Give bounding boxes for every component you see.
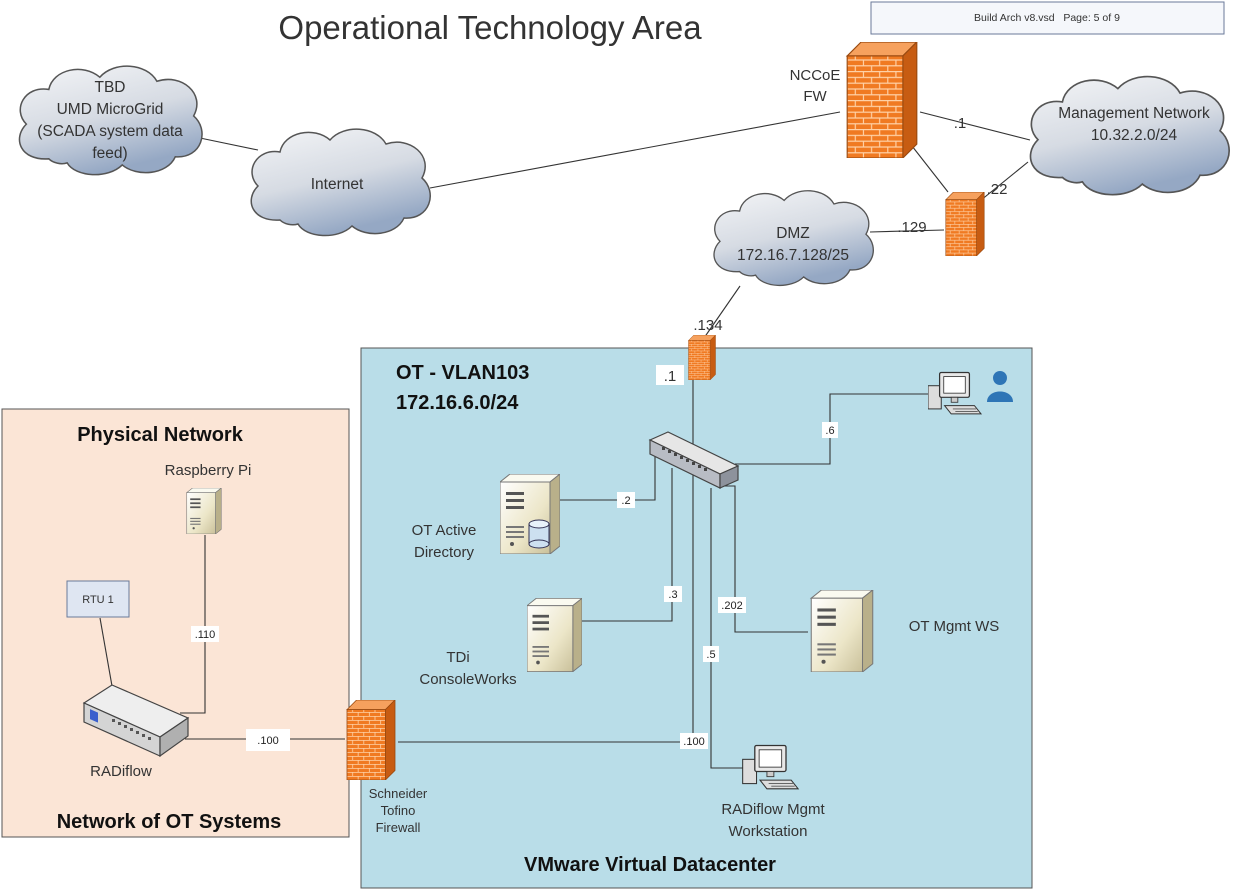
- network-switch-icon: [648, 431, 740, 489]
- link-switch-tdi: [579, 468, 673, 622]
- link-switch-mgmtws: [722, 485, 808, 633]
- cloud-umd-line-3: (SCADA system data: [37, 123, 183, 140]
- nccoe-fw-label-1: NCCoE: [790, 67, 841, 84]
- radiflow-mgmt-label-2: Workstation: [729, 823, 808, 840]
- svg-text:.110: .110: [195, 629, 216, 641]
- vlan-title-line-1: OT - VLAN103: [396, 362, 529, 384]
- cloud-dmz-line-2: 172.16.7.128/25: [737, 247, 849, 264]
- svg-text:.100: .100: [257, 735, 278, 747]
- label-mgmt-fw2: .22: [987, 181, 1008, 198]
- label-nccoe-mgmt: .1: [954, 115, 967, 132]
- page-info-box: Build Arch v8.vsd Page: 5 of 9: [870, 1, 1225, 35]
- link-label-radiflow-mgmt: .5: [703, 646, 719, 662]
- tofino-label-2: Tofino: [381, 803, 416, 818]
- radiflow-label: RADiflow: [90, 763, 152, 780]
- link-label-user: .6: [822, 422, 838, 438]
- link-raspberry-radiflow: [180, 535, 206, 714]
- ot-mgmt-ws-label: OT Mgmt WS: [909, 618, 1000, 635]
- link-rtu-radiflow: [99, 617, 113, 687]
- link-label-tdi: .3: [664, 586, 682, 602]
- raspberry-pi-label: Raspberry Pi: [165, 462, 252, 479]
- link-label-mgmt-ws: .202: [718, 597, 746, 613]
- cloud-mgmt-line-1: Management Network: [1058, 105, 1210, 122]
- radiflow-device: RADiflow: [82, 684, 190, 780]
- tdi-label-2: ConsoleWorks: [419, 671, 516, 688]
- cloud-umd-line-4: feed): [92, 145, 127, 162]
- link-label-tofino-in: .100: [680, 733, 708, 749]
- radiflow-mgmt-label-1: RADiflow Mgmt: [721, 801, 825, 818]
- cloud-dmz-line-1: DMZ: [776, 225, 810, 242]
- link-nccoe-mgmt: [919, 111, 1031, 141]
- ot-ad-label-2: Directory: [414, 544, 475, 561]
- svg-text:.5: .5: [706, 649, 715, 661]
- physical-network-title: Physical Network: [77, 424, 244, 446]
- dmz-mgmt-firewall: [945, 192, 985, 256]
- svg-text:.100: .100: [683, 736, 704, 748]
- link-umd-internet: [199, 137, 259, 151]
- tdi-consoleworks-server: TDi ConsoleWorks: [419, 598, 582, 688]
- cloud-mgmt-line-2: 10.32.2.0/24: [1091, 127, 1178, 144]
- page-info-text: Build Arch v8.vsd Page: 5 of 9: [974, 12, 1120, 24]
- link-internet-nccoe: [429, 111, 841, 189]
- ot-active-directory: OT Active Directory: [412, 474, 560, 561]
- cloud-management-network: Management Network 10.32.2.0/24: [1029, 75, 1231, 196]
- tofino-label-3: Firewall: [376, 820, 421, 835]
- physical-network-zone: [1, 408, 350, 838]
- link-dmz-fw2: [869, 229, 945, 233]
- link-dmz-otfw: [703, 285, 741, 339]
- vlan-title-line-2: 172.16.6.0/24: [396, 392, 519, 414]
- nccoe-fw-label-2: FW: [803, 88, 827, 105]
- ot-mgmt-ws-server: OT Mgmt WS: [810, 590, 1000, 672]
- svg-text:.3: .3: [668, 589, 677, 601]
- rtu-label: RTU 1: [82, 594, 114, 606]
- ot-vlan-firewall: [688, 335, 716, 380]
- link-label-otfw-inside: .1: [656, 365, 684, 385]
- link-nccoe-fw2: [911, 145, 949, 193]
- diagram-title: Operational Technology Area: [278, 9, 702, 46]
- raspberry-pi-server: Raspberry Pi: [165, 462, 252, 534]
- radiflow-mgmt-workstation: RADiflow Mgmt Workstation: [721, 744, 825, 840]
- svg-text:.6: .6: [825, 425, 834, 437]
- tofino-label-1: Schneider: [369, 786, 428, 801]
- svg-text:.202: .202: [721, 600, 742, 612]
- rtu-1-box: RTU 1: [66, 580, 130, 618]
- schneider-tofino-firewall: Schneider Tofino Firewall: [346, 700, 428, 835]
- database-icon: [528, 519, 550, 549]
- link-label-radiflow-out: .100: [246, 729, 290, 751]
- physical-network-footer: Network of OT Systems: [57, 811, 282, 833]
- label-dmz-otfw: .134: [693, 317, 722, 334]
- link-label-raspberry: .110: [191, 626, 219, 642]
- user-icon: [987, 371, 1013, 402]
- cloud-internet: Internet: [250, 128, 432, 237]
- label-dmz-fw2: .129: [897, 219, 926, 236]
- vmware-datacenter-footer: VMware Virtual Datacenter: [524, 854, 776, 876]
- cloud-umd-line-2: UMD MicroGrid: [57, 101, 164, 118]
- nccoe-firewall: NCCoE FW: [790, 42, 918, 158]
- svg-text:.1: .1: [664, 368, 677, 385]
- tdi-label-1: TDi: [446, 649, 469, 666]
- user-workstation: [928, 371, 1013, 415]
- cloud-internet-label: Internet: [311, 176, 364, 193]
- link-switch-ad: [555, 445, 656, 501]
- ot-ad-label-1: OT Active: [412, 522, 477, 539]
- link-label-ad: .2: [617, 492, 635, 508]
- cloud-dmz: DMZ 172.16.7.128/25: [713, 189, 875, 287]
- connection-lines: [99, 111, 1031, 769]
- svg-text:.2: .2: [621, 495, 630, 507]
- cloud-umd-microgrid: TBD UMD MicroGrid (SCADA system data fee…: [18, 65, 203, 176]
- cloud-umd-line-1: TBD: [95, 79, 126, 96]
